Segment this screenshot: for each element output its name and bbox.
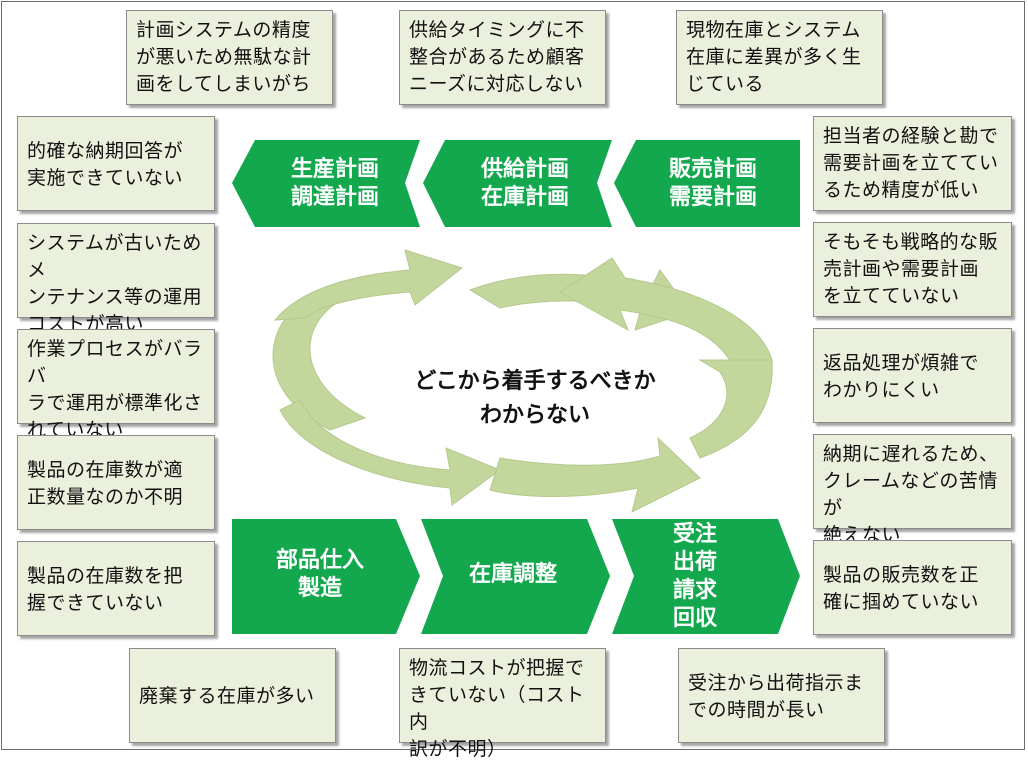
issue-note-bottom-1: 廃棄する在庫が多い — [129, 648, 336, 743]
center-question: どこから着手するべきか わからない — [414, 369, 656, 428]
issue-note-right-5: 製品の販売数を正 確に掴めていない — [813, 540, 1012, 635]
chevron-label-stock: 在庫調整 — [468, 562, 557, 587]
chevron-stock-adjustment — [421, 519, 610, 634]
cycle-center-hole — [377, 343, 693, 447]
diagram-frame — [1, 1, 1025, 750]
issue-note-top-3: 現物在庫とシステム 在庫に差異が多く生 じている — [676, 10, 883, 105]
issue-note-right-2: そもそも戦略的な販 売計画や需要計画 を立てていない — [813, 222, 1012, 317]
chevron-production-procurement — [232, 140, 420, 227]
chevron-label-supply: 供給計画 在庫計画 — [480, 157, 569, 210]
chevron-label-sales: 販売計画 需要計画 — [668, 157, 757, 210]
cycle-arrow-top-left — [273, 249, 464, 321]
top-chevron-row — [232, 140, 800, 227]
chevron-label-parts: 部品仕入 製造 — [275, 548, 364, 601]
cycle-arrow-bottom-left — [279, 399, 502, 506]
bottom-chevron-row — [232, 519, 800, 634]
chevron-order-ship-invoice-collect — [612, 519, 800, 634]
chevron-parts-manufacturing — [232, 519, 420, 634]
issue-note-right-3: 返品処理が煩雑で わかりにくい — [813, 328, 1012, 423]
chevron-label-production: 生産計画 調達計画 — [290, 157, 379, 210]
issue-note-left-5: 製品の在庫数を把 握できていない — [17, 541, 215, 636]
issue-note-bottom-3: 受注から出荷指示ま での時間が長い — [678, 648, 885, 743]
issue-note-left-1: 的確な納期回答が 実施できていない — [17, 116, 215, 211]
issue-note-top-2: 供給タイミングに不 整合があるため顧客 ニーズに対応しない — [399, 10, 606, 105]
issue-note-right-1: 担当者の経験と勘で 需要計画を立ててい るため精度が低い — [813, 116, 1012, 211]
chevron-label-order: 受注 出荷 請求 回収 — [672, 522, 717, 631]
chevron-supply-inventory — [423, 140, 612, 227]
cycle-arrow-right — [689, 359, 773, 459]
issue-note-left-4: 製品の在庫数が適 正数量なのか不明 — [17, 435, 215, 530]
issue-note-top-1: 計画システムの精度 が悪いため無駄な計 画をしてしまいがち — [126, 10, 333, 105]
issue-note-right-4: 納期に遅れるため、 クレームなどの苦情が 絶えない — [813, 434, 1012, 546]
issue-note-left-2: システムが古いためメ ンテナンス等の運用 コストが高い — [17, 223, 215, 335]
issue-note-left-3: 作業プロセスがバラバ ラで運用が標準化さ れていない — [17, 329, 215, 441]
cycle-arrow-bottom-right — [489, 436, 701, 513]
cycle-arrows — [272, 249, 773, 513]
issue-note-bottom-2: 物流コストが把握で きていない（コスト内 訳が不明） — [399, 648, 606, 760]
chevron-sales-demand — [614, 140, 800, 227]
